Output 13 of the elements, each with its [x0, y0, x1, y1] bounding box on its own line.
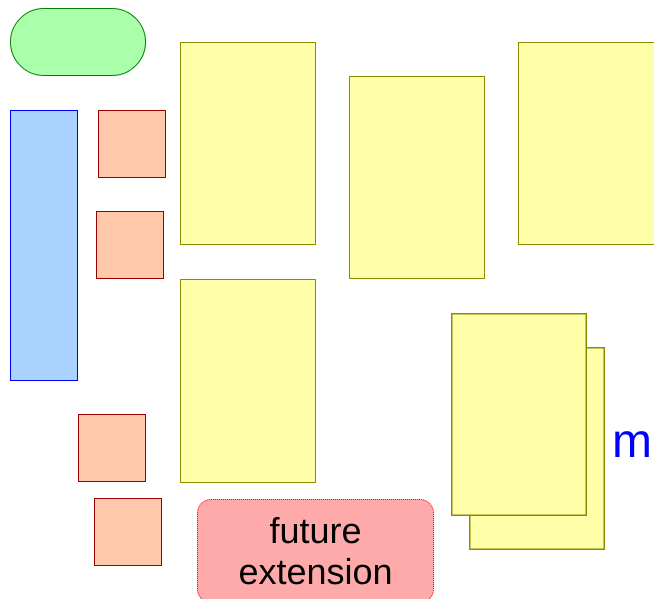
square — [98, 110, 166, 178]
rectangle — [349, 76, 485, 279]
rounded-box — [197, 499, 434, 599]
stacked-rectangles — [451, 313, 605, 550]
rectangle — [180, 42, 316, 245]
letter-label: m — [612, 418, 652, 466]
square — [96, 211, 164, 279]
node-label: future extension — [237, 510, 394, 592]
tall-rectangle — [10, 110, 78, 381]
square — [94, 498, 162, 566]
rectangle — [518, 42, 654, 245]
square — [78, 414, 146, 482]
rectangle — [180, 279, 316, 483]
